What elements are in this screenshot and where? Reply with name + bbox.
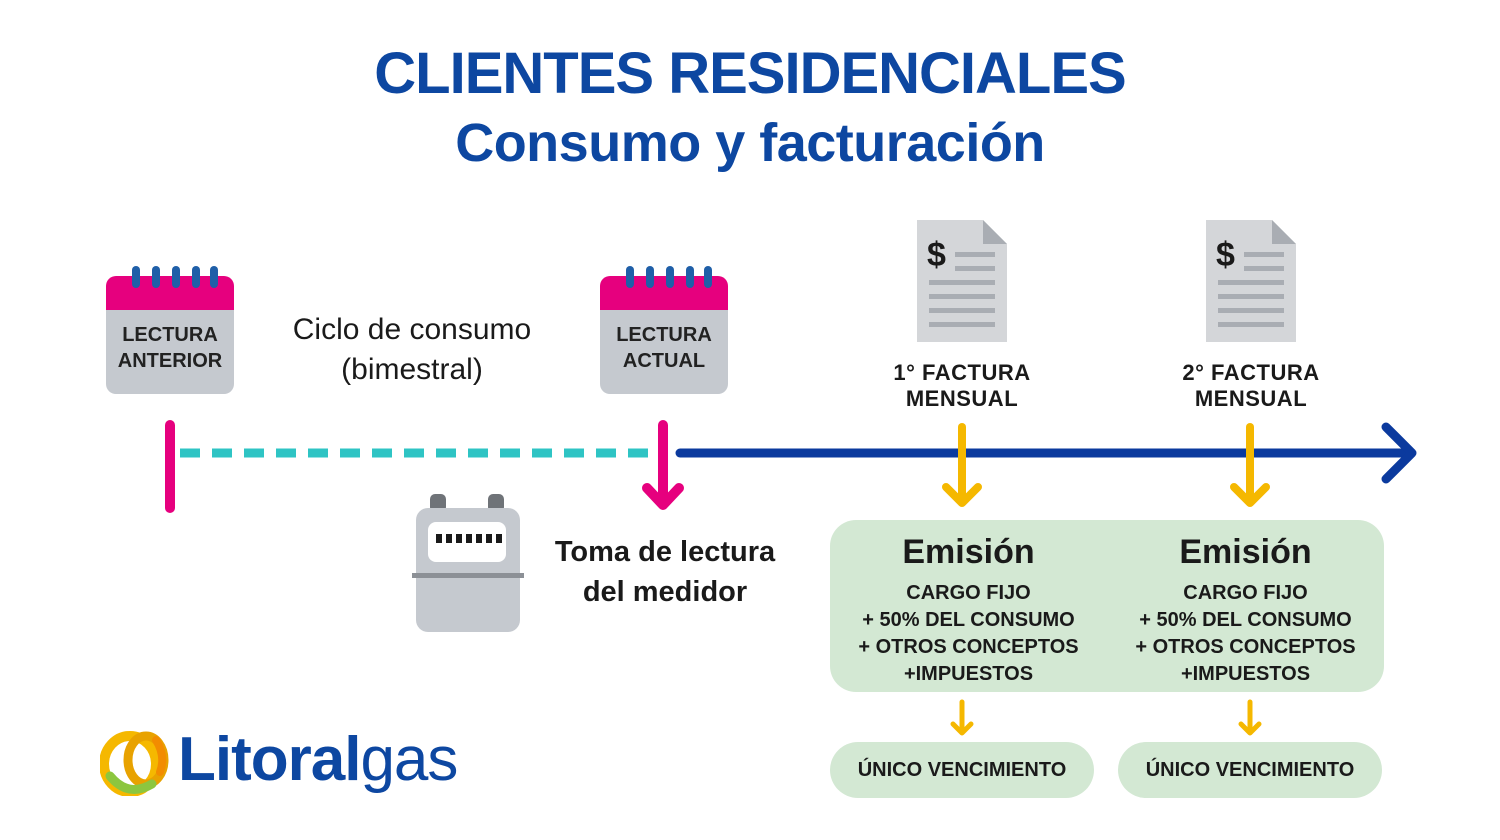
page-title: CLIENTES RESIDENCIALES	[374, 41, 1126, 106]
calendar-ring	[210, 266, 218, 288]
meter-label-line2: del medidor	[582, 576, 748, 608]
emission-line: +IMPUESTOS	[1180, 663, 1311, 685]
timeline-arrow-head	[1381, 422, 1417, 484]
calendar-label-line1: LECTURA	[122, 324, 218, 346]
emission-arrow-1-head	[942, 483, 982, 507]
emission-line: + OTROS CONCEPTOS	[858, 636, 1079, 658]
emission-line: + 50% DEL CONSUMO	[862, 609, 1075, 631]
cycle-label-line2: (bimestral)	[341, 353, 483, 386]
svg-text:$: $	[927, 236, 946, 274]
emission-heading: Emisión	[1179, 533, 1312, 571]
calendar-ring	[686, 266, 694, 288]
litoralgas-logo-icon	[99, 728, 172, 797]
calendar-lectura-actual: LECTURA ACTUAL	[600, 266, 728, 394]
calendar-ring	[626, 266, 634, 288]
invoice-label-line1: 1° FACTURA	[893, 360, 1031, 385]
emission-column-1: Emisión CARGO FIJO + 50% DEL CONSUMO + O…	[830, 520, 1107, 688]
meter-reading-label: Toma de lectura del medidor	[528, 532, 802, 612]
invoice-label-1: 1° FACTURA MENSUAL	[842, 360, 1082, 412]
svg-text:$: $	[1216, 236, 1235, 274]
calendar-label-line1: LECTURA	[616, 324, 712, 346]
due-arrow-1-head	[950, 721, 974, 736]
cycle-label-line1: Ciclo de consumo	[292, 313, 532, 346]
emission-line: +IMPUESTOS	[903, 663, 1034, 685]
invoice-document-icon: $	[917, 220, 1007, 342]
calendar-label-line2: ACTUAL	[622, 350, 706, 372]
emission-arrow-2-head	[1230, 483, 1270, 507]
meter-label-line1: Toma de lectura	[554, 536, 776, 568]
emission-line: + OTROS CONCEPTOS	[1135, 636, 1356, 658]
emission-line: CARGO FIJO	[1183, 582, 1308, 604]
logo-text-bold: Litoral	[178, 725, 361, 794]
calendar-ring	[704, 266, 712, 288]
calendar-label: LECTURA ANTERIOR	[106, 322, 234, 374]
emission-line: CARGO FIJO	[906, 582, 1031, 604]
emission-panel: Emisión CARGO FIJO + 50% DEL CONSUMO + O…	[830, 520, 1384, 692]
invoice-label-line2: MENSUAL	[905, 386, 1019, 411]
calendar-ring	[646, 266, 654, 288]
calendar-body	[106, 310, 234, 394]
invoice-label-line1: 2° FACTURA	[1182, 360, 1320, 385]
calendar-ring	[152, 266, 160, 288]
emission-column-2: Emisión CARGO FIJO + 50% DEL CONSUMO + O…	[1107, 520, 1384, 688]
calendar-label: LECTURA ACTUAL	[600, 322, 728, 374]
calendar-ring	[132, 266, 140, 288]
logo-text-light: gas	[360, 725, 458, 794]
calendar-ring	[172, 266, 180, 288]
calendar-label-line2: ANTERIOR	[117, 350, 223, 372]
gas-meter-icon	[412, 494, 524, 634]
calendar-ring	[666, 266, 674, 288]
emission-line: + 50% DEL CONSUMO	[1139, 609, 1352, 631]
page-subtitle: Consumo y facturación	[455, 113, 1045, 173]
calendar-lectura-anterior: LECTURA ANTERIOR	[106, 266, 234, 394]
invoice-document-icon: $	[1206, 220, 1296, 342]
due-arrow-2-head	[1238, 721, 1262, 736]
calendar-ring	[192, 266, 200, 288]
calendar-body	[600, 310, 728, 394]
due-date-pill-2: ÚNICO VENCIMIENTO	[1118, 742, 1382, 798]
invoice-label-line2: MENSUAL	[1194, 386, 1308, 411]
due-date-pill-1: ÚNICO VENCIMIENTO	[830, 742, 1094, 798]
cycle-label: Ciclo de consumo (bimestral)	[262, 310, 562, 390]
invoice-label-2: 2° FACTURA MENSUAL	[1131, 360, 1371, 412]
reading-arrow-head	[642, 483, 684, 510]
emission-heading: Emisión	[902, 533, 1035, 571]
litoralgas-logo-text: Litoralgas	[178, 722, 458, 798]
